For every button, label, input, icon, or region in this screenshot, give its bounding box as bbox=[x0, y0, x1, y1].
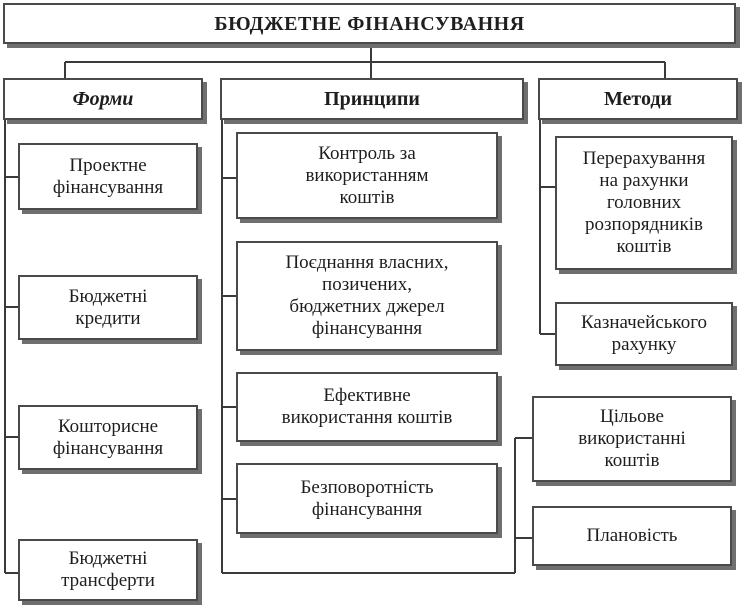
forms-item-label: Бюджетні трансферти bbox=[61, 548, 155, 591]
methods-item-transfer-to-managers: Перерахування на рахунки головних розпор… bbox=[555, 136, 733, 270]
forms-item-label: Проектне фінансування bbox=[52, 154, 164, 198]
methods-item-label: Казначейського рахунку bbox=[580, 312, 708, 355]
forms-item-label: Бюджетні кредити bbox=[68, 285, 148, 329]
forms-header-box: Форми bbox=[3, 78, 203, 120]
methods-item-label: Перерахування на рахунки головних розпор… bbox=[582, 148, 706, 257]
principles-item-planning: Плановість bbox=[532, 506, 732, 566]
forms-item-estimate-financing: Кошторисне фінансування bbox=[18, 405, 198, 470]
diagram-title: БЮДЖЕТНЕ ФІНАНСУВАННЯ bbox=[214, 12, 525, 35]
methods-item-treasury-account: Казначейського рахунку bbox=[555, 302, 733, 366]
principles-item-targeted-use: Цільове використанні коштів bbox=[532, 396, 732, 482]
principles-item-label: Поєднання власних, позичених, бюджетних … bbox=[285, 252, 449, 339]
forms-item-budget-transfers: Бюджетні трансферти bbox=[18, 539, 198, 601]
principles-item-irrevocability: Безповоротність фінансування bbox=[236, 463, 498, 534]
forms-item-label: Кошторисне фінансування bbox=[52, 415, 164, 459]
principles-item-label: Контроль за використанням коштів bbox=[305, 142, 429, 208]
principles-item-label: Плановість bbox=[586, 525, 678, 546]
methods-header: Методи bbox=[603, 88, 673, 110]
forms-header: Форми bbox=[72, 88, 134, 110]
principles-item-label: Ефективне використання коштів bbox=[281, 385, 453, 428]
title-box: БЮДЖЕТНЕ ФІНАНСУВАННЯ bbox=[3, 3, 736, 44]
methods-header-box: Методи bbox=[538, 78, 738, 120]
principles-item-control: Контроль за використанням коштів bbox=[236, 132, 498, 219]
principles-header: Принципи bbox=[324, 88, 420, 110]
principles-item-label: Цільове використанні коштів bbox=[578, 406, 686, 471]
forms-item-budget-loans: Бюджетні кредити bbox=[18, 275, 198, 340]
principles-item-efficient-use: Ефективне використання коштів bbox=[236, 372, 498, 442]
forms-item-project-financing: Проектне фінансування bbox=[18, 143, 198, 210]
principles-item-combination-sources: Поєднання власних, позичених, бюджетних … bbox=[236, 241, 498, 351]
principles-header-box: Принципи bbox=[220, 78, 524, 120]
principles-item-label: Безповоротність фінансування bbox=[300, 476, 434, 520]
